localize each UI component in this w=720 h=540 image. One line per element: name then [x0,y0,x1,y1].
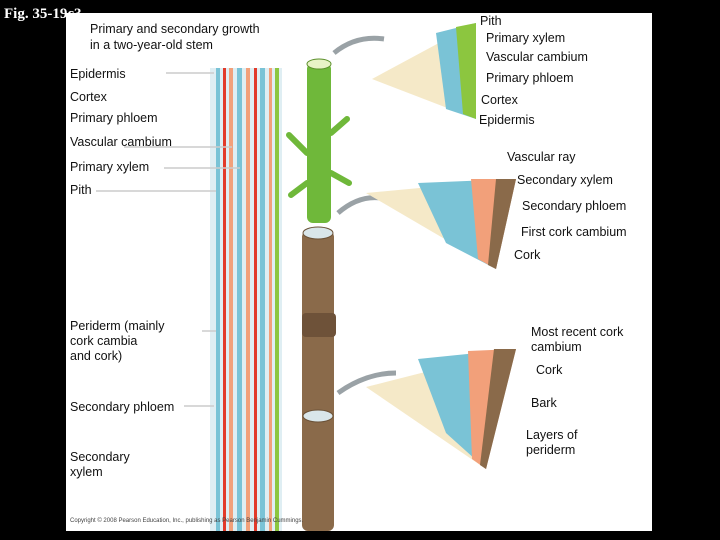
secondary-xylem-line-2: xylem [70,465,103,479]
label-right-vascular-cambium: Vascular cambium [486,50,588,64]
label-secondary-phloem-right: Secondary phloem [522,199,627,213]
cross-section-wedge-secondary [366,179,516,269]
left-pointer-lines [96,72,240,407]
label-epidermis: Epidermis [70,67,126,81]
title-line-2: in a two-year-old stem [90,38,213,52]
label-right-epidermis: Epidermis [479,113,535,127]
label-right-primary-phloem: Primary phloem [486,71,574,85]
label-primary-phloem: Primary phloem [70,111,158,125]
label-primary-xylem: Primary xylem [70,160,150,174]
periderm-line-1: Periderm (mainly [70,319,165,333]
arrow-top [332,35,385,55]
longitudinal-section [210,68,282,531]
arrow-bottom [336,370,397,396]
label-pith: Pith [70,183,92,197]
label-vascular-cambium: Vascular cambium [70,135,172,149]
label-right-primary-xylem: Primary xylem [486,31,566,45]
cross-section-wedge-primary [372,23,476,119]
copyright-notice: Copyright © 2008 Pearson Education, Inc.… [70,518,304,524]
twig [286,58,352,531]
label-first-cork-cambium: First cork cambium [521,225,627,239]
title-line-1: Primary and secondary growth [90,22,260,36]
layers-line-1: Layers of [526,428,578,442]
secondary-xylem-line-1: Secondary [70,450,130,464]
label-secondary-phloem: Secondary phloem [70,400,175,414]
label-right-cortex: Cortex [481,93,518,107]
label-most-recent-cork-cambium: Most recent cork cambium [531,325,623,355]
label-bark: Bark [531,396,557,410]
diagram-panel: Primary and secondary growth in a two-ye… [66,13,652,531]
label-cork: Cork [514,248,541,262]
diagram-title: Primary and secondary growth in a two-ye… [90,21,260,53]
most-recent-line-1: Most recent cork [531,325,624,339]
most-recent-line-2: cambium [531,340,582,354]
periderm-line-2: cork cambia [70,334,138,348]
label-secondary-xylem-right: Secondary xylem [517,173,613,187]
cross-section-wedge-bark [366,349,516,469]
figure-label: Fig. 35-19c3 [4,6,82,22]
label-vascular-ray: Vascular ray [507,150,576,164]
label-cortex: Cortex [70,90,107,104]
label-right-pith: Pith [480,14,502,28]
label-secondary-xylem: Secondary xylem [70,450,130,480]
label-periderm: Periderm (mainly cork cambia and cork) [70,319,164,364]
periderm-line-3: and cork) [70,349,123,363]
label-cork-2: Cork [536,363,563,377]
layers-line-2: periderm [526,443,576,457]
label-layers-of-periderm: Layers of periderm [526,428,577,458]
stem-illustration [96,23,516,531]
